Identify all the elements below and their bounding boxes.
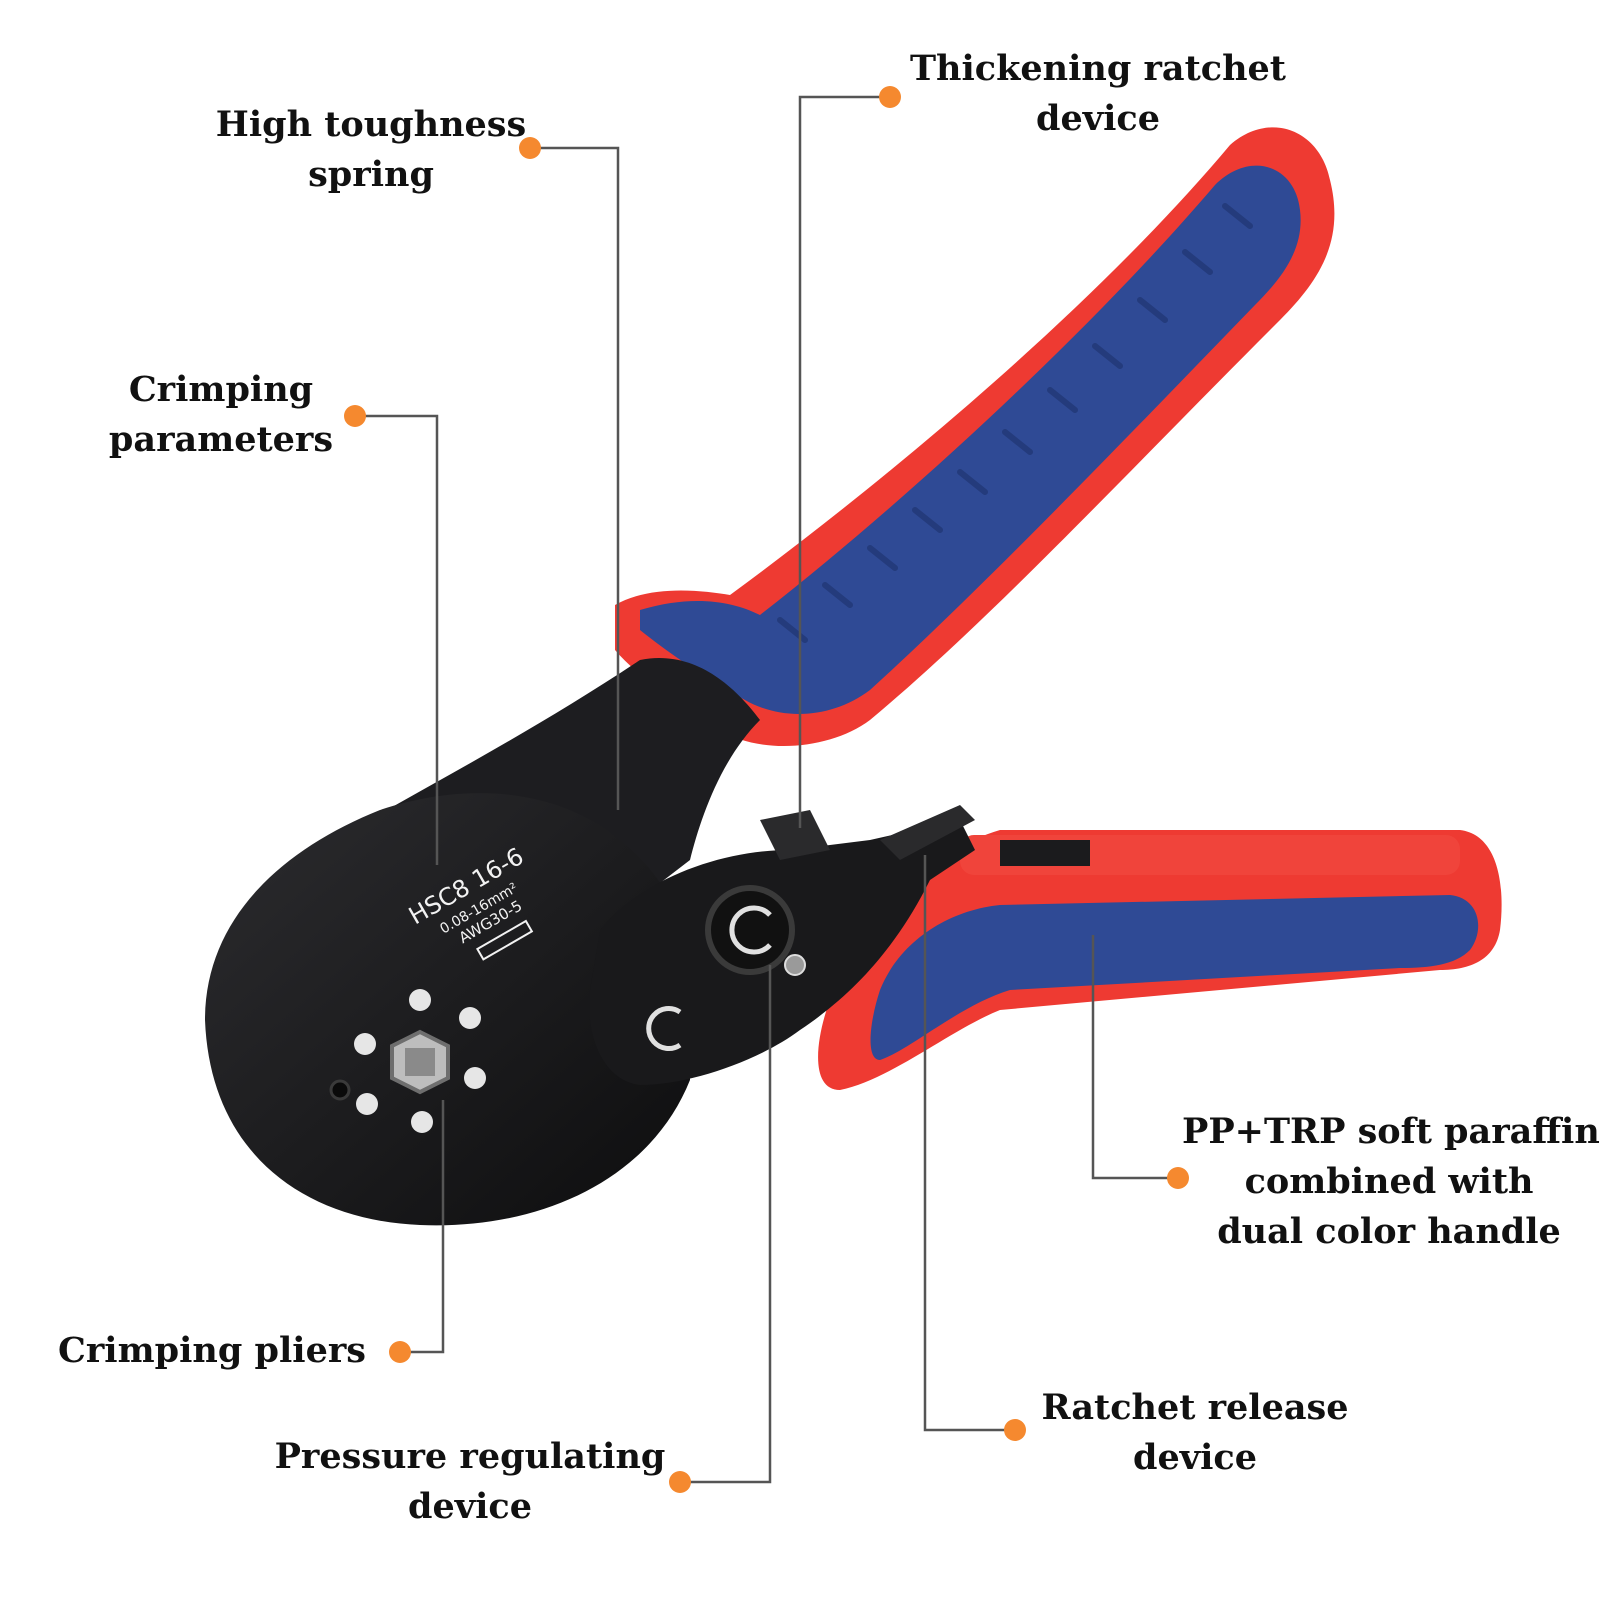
label-ratchet-line2: device xyxy=(1036,98,1160,139)
pressure-dial-ring xyxy=(729,905,772,955)
crimping-head xyxy=(205,793,975,1226)
dot-params xyxy=(344,405,366,427)
head-body xyxy=(205,793,692,1226)
dot-handle xyxy=(1167,1167,1189,1189)
label-handle-line2: combined with xyxy=(1244,1161,1534,1202)
callout-dots xyxy=(344,86,1189,1493)
dot-pliers xyxy=(389,1341,411,1363)
label-pressure-line2: device xyxy=(408,1486,532,1527)
leader-lines xyxy=(355,95,1178,1484)
side-screw xyxy=(329,1079,351,1101)
upper-handle-blue-grip xyxy=(640,165,1301,714)
label-pressure-regulating: Pressure regulating device xyxy=(270,1432,670,1532)
label-ratchet-line1: Thickening ratchet xyxy=(910,48,1286,89)
ratchet-pawl xyxy=(760,810,830,860)
leader-handle xyxy=(1091,935,1178,1180)
die-screw-holes xyxy=(354,989,486,1133)
pressure-dial xyxy=(705,885,795,975)
leader-pliers xyxy=(400,1100,445,1354)
ratchet-slot xyxy=(1000,840,1090,866)
label-crimping-pliers: Crimping pliers xyxy=(52,1326,372,1376)
small-screw xyxy=(784,954,806,976)
label-ratchet-release: Ratchet release device xyxy=(1030,1383,1360,1483)
lower-handle-blue-grip xyxy=(870,895,1479,1060)
die-centre xyxy=(405,1048,435,1076)
label-release-line2: device xyxy=(1133,1437,1257,1478)
label-params-line1: Crimping xyxy=(128,369,314,410)
label-params-line2: parameters xyxy=(108,419,334,460)
label-handle-line3: dual color handle xyxy=(1217,1211,1561,1252)
leader-spring xyxy=(530,146,620,810)
pivot-bolt-ring xyxy=(646,1006,682,1051)
label-high-toughness-spring: High toughness spring xyxy=(206,100,536,200)
label-crimping-parameters: Crimping parameters xyxy=(96,365,346,465)
label-handle-line1: PP+TRP soft paraffin xyxy=(1182,1111,1600,1152)
leader-release xyxy=(923,855,1015,1432)
label-thickening-ratchet: Thickening ratchet device xyxy=(898,44,1298,144)
leader-params xyxy=(355,414,439,865)
label-pressure-line1: Pressure regulating xyxy=(274,1436,666,1477)
leader-pressure xyxy=(680,965,772,1484)
dot-spring xyxy=(519,137,541,159)
lower-handle xyxy=(818,830,1502,1090)
release-lever xyxy=(880,805,975,860)
upper-grip-ribs xyxy=(777,203,1253,643)
label-dual-color-handle: PP+TRP soft paraffin combined with dual … xyxy=(1182,1107,1600,1257)
dot-pressure xyxy=(669,1471,691,1493)
label-spring-line1: High toughness xyxy=(215,104,527,145)
label-pliers-line1: Crimping pliers xyxy=(58,1330,366,1371)
upper-handle xyxy=(615,127,1335,747)
dot-ratchet xyxy=(879,86,901,108)
leader-ratchet xyxy=(798,95,890,828)
label-release-line1: Ratchet release xyxy=(1041,1387,1349,1428)
label-spring-line2: spring xyxy=(308,154,434,195)
dot-release xyxy=(1004,1419,1026,1441)
ferrule-symbol xyxy=(476,919,534,961)
